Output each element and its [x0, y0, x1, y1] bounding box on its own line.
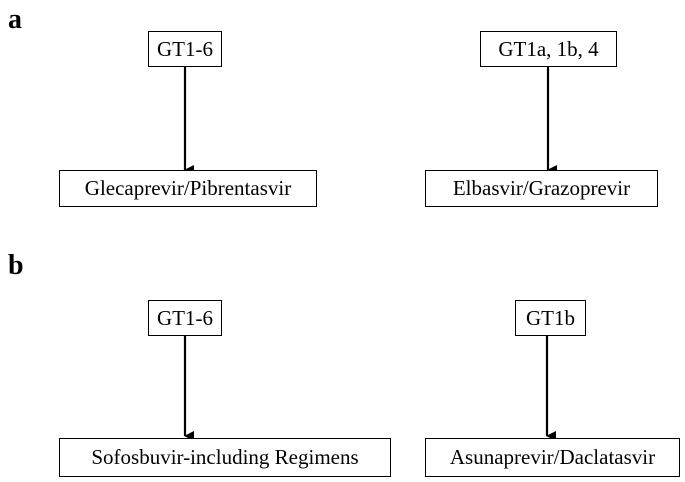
node-b-left-target: Sofosbuvir-including Regimens [59, 438, 391, 477]
node-b-right-target: Asunaprevir/Daclatasvir [425, 438, 680, 477]
node-b-right-source: GT1b [515, 300, 586, 336]
node-a-right-target: Elbasvir/Grazoprevir [425, 170, 658, 207]
node-b-left-source: GT1-6 [148, 300, 222, 336]
node-a-left-target: Glecaprevir/Pibrentasvir [59, 170, 317, 207]
node-a-right-source: GT1a, 1b, 4 [480, 31, 617, 67]
panel-label-a: a [8, 4, 22, 35]
node-a-left-source: GT1-6 [148, 31, 222, 67]
panel-label-b: b [8, 250, 24, 281]
